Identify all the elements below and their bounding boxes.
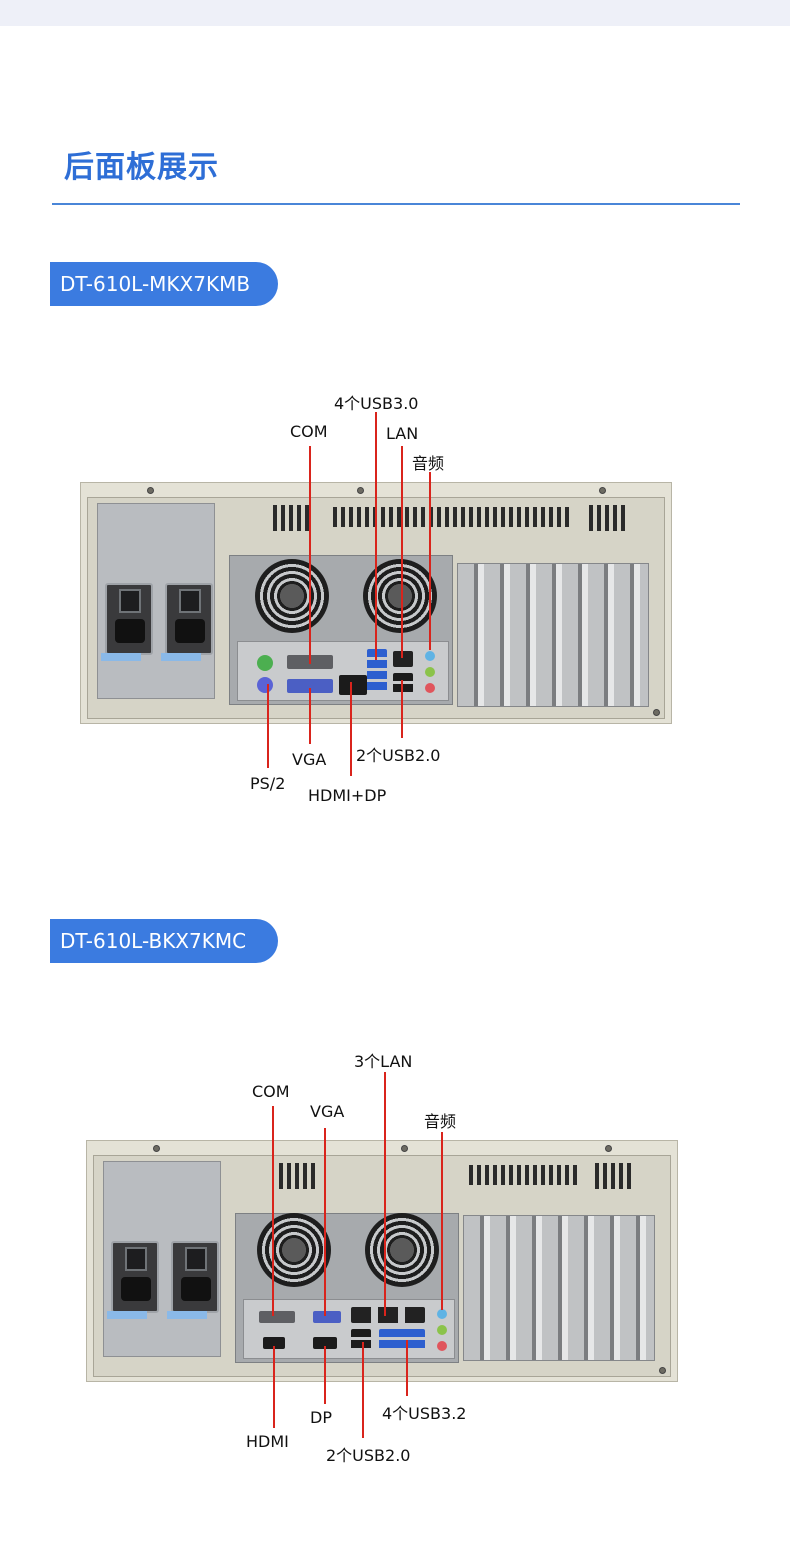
label-com: COM [290, 422, 328, 441]
screw-icon [357, 487, 364, 494]
leader-line [429, 472, 431, 650]
leader-line [406, 1340, 408, 1396]
vga-port [313, 1311, 341, 1323]
screw-icon [599, 487, 606, 494]
expansion-slots [463, 1215, 655, 1361]
section-title: 后面板展示 [64, 150, 219, 185]
label-audio: 音频 [412, 454, 445, 473]
vga-port [287, 679, 333, 693]
lan-port [393, 651, 413, 667]
label-com: COM [252, 1082, 290, 1101]
title-divider [52, 203, 740, 205]
hdmi-dp-port [339, 675, 367, 695]
audio-jack [425, 667, 435, 677]
label-vga: VGA [292, 750, 327, 769]
leader-line [324, 1128, 326, 1316]
ps2-port [257, 655, 273, 671]
screw-icon [401, 1145, 408, 1152]
usb30-ports [367, 649, 387, 693]
leader-line [273, 1346, 275, 1428]
psu-module [107, 1241, 159, 1319]
screw-icon [605, 1145, 612, 1152]
vent-grille [589, 505, 629, 531]
audio-jack [437, 1325, 447, 1335]
vent-grille [279, 1163, 317, 1189]
leader-line [324, 1346, 326, 1404]
label-usb30: 4个USB3.0 [334, 394, 419, 413]
usb20-ports [393, 673, 413, 693]
leader-line [309, 688, 311, 744]
leader-line [384, 1072, 386, 1316]
screw-icon [147, 487, 154, 494]
leader-line [441, 1132, 443, 1310]
leader-line [375, 412, 377, 660]
leader-line [350, 682, 352, 776]
vent-grille [469, 1165, 579, 1185]
audio-jack [425, 651, 435, 661]
label-audio: 音频 [424, 1112, 457, 1131]
hdmi-port [263, 1337, 285, 1349]
screw-icon [153, 1145, 160, 1152]
leader-line [401, 446, 403, 658]
label-ps2: PS/2 [250, 774, 286, 793]
label-hdmi-dp: HDMI+DP [308, 786, 387, 805]
fan-icon [365, 1213, 439, 1287]
usb32-ports [379, 1329, 425, 1351]
com-port [259, 1311, 295, 1323]
expansion-slots [457, 563, 649, 707]
label-lan: 3个LAN [354, 1052, 413, 1071]
audio-jack [437, 1341, 447, 1351]
label-lan: LAN [386, 424, 419, 443]
fan-icon [257, 1213, 331, 1287]
fan-icon [255, 559, 329, 633]
dp-port [313, 1337, 337, 1349]
label-usb20: 2个USB2.0 [356, 746, 441, 765]
leader-line [401, 680, 403, 738]
audio-jack [425, 683, 435, 693]
screw-icon [659, 1367, 666, 1374]
vent-grille [595, 1163, 635, 1189]
model-1-tag: DT-610L-MKX7KMB [50, 262, 278, 306]
label-usb32: 4个USB3.2 [382, 1404, 467, 1423]
psu-module [167, 1241, 219, 1319]
top-banner-strip [0, 0, 790, 26]
audio-jack [437, 1309, 447, 1319]
leader-line [362, 1342, 364, 1438]
leader-line [309, 446, 311, 664]
psu-module [101, 583, 153, 661]
label-vga: VGA [310, 1102, 345, 1121]
vent-grille [333, 507, 573, 527]
vent-grille [273, 505, 311, 531]
ps2-port [257, 677, 273, 693]
psu-module [161, 583, 213, 661]
label-dp: DP [310, 1408, 332, 1427]
leader-line [272, 1106, 274, 1316]
usb20-ports [351, 1329, 371, 1351]
chassis-2-image [86, 1140, 678, 1382]
lan-ports [351, 1307, 425, 1323]
label-usb20: 2个USB2.0 [326, 1446, 411, 1465]
model-2-tag: DT-610L-BKX7KMC [50, 919, 278, 963]
leader-line [267, 684, 269, 768]
screw-icon [653, 709, 660, 716]
label-hdmi: HDMI [246, 1432, 289, 1451]
